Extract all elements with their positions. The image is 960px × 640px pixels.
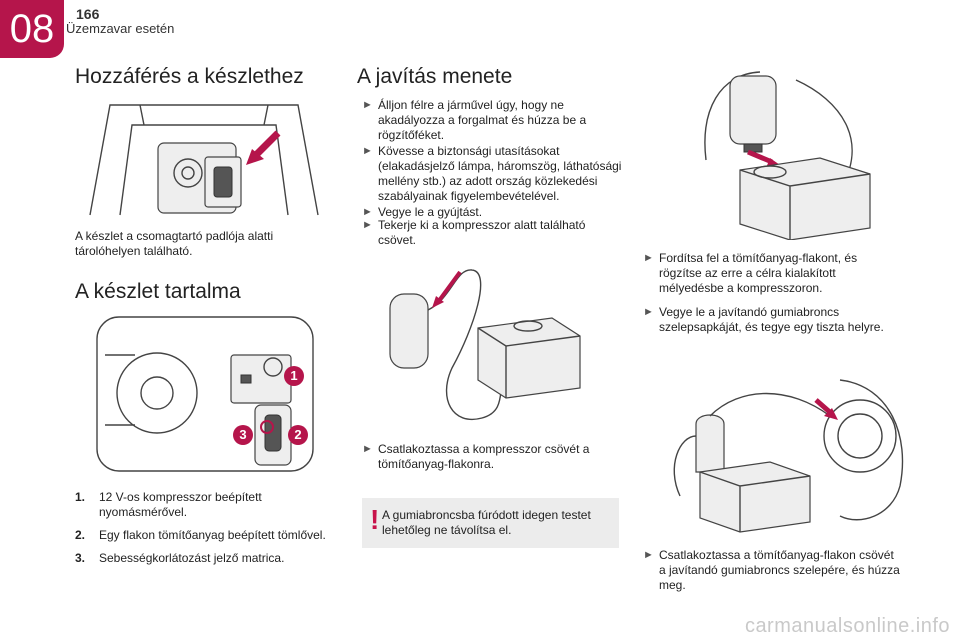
chapter-title: Üzemzavar esetén <box>66 21 175 36</box>
item-number: 3. <box>75 551 86 565</box>
step-text: Álljon félre a járművel úgy, hogy ne aka… <box>378 98 587 142</box>
step-text: Fordítsa fel a tömítőanyag-flakont, és r… <box>659 251 858 295</box>
item-text: 12 V-os kompresszor beépített nyomásmérő… <box>99 490 262 519</box>
bullet-arrow-icon: ► <box>362 99 373 111</box>
repair-steps-a: ► Álljon félre a járművel úgy, hogy ne a… <box>362 98 624 220</box>
step-item: ► Csatlakoztassa a kompresszor csövét a … <box>362 442 624 472</box>
step-text: Csatlakoztassa a kompresszor csövét a tö… <box>378 442 590 471</box>
step-text: Kövesse a biztonsági utasításokat (elaka… <box>378 144 622 203</box>
item-number: 2. <box>75 528 86 542</box>
step-text: Vegye le a javítandó gumiabroncs szeleps… <box>659 305 884 334</box>
trunk-illustration <box>80 95 328 227</box>
warning-icon: ! <box>370 504 380 535</box>
repair-heading: A javítás menete <box>357 65 513 88</box>
step-item: ► Csatlakoztassa a tömítőanyag-flakon cs… <box>643 548 903 593</box>
item-text: Egy flakon tömítőanyag beépített tömlőve… <box>99 528 326 542</box>
item-text: Sebességkorlátozást jelző matrica. <box>99 551 285 565</box>
bullet-arrow-icon: ► <box>643 306 654 318</box>
access-heading: Hozzáférés a készlethez <box>75 65 304 88</box>
access-text: A készlet a csomagtartó padlója alatti t… <box>75 229 274 258</box>
list-item: 3. Sebességkorlátozást jelző matrica. <box>75 551 340 566</box>
step-text: Csatlakoztassa a tömítőanyag-flakon csöv… <box>659 548 900 592</box>
page-number: 166 <box>76 6 100 22</box>
step-item: ► Tekerje ki a kompresszor alatt találha… <box>362 218 624 248</box>
bullet-arrow-icon: ► <box>362 145 373 157</box>
callout-3: 3 <box>233 425 253 445</box>
step-text: Tekerje ki a kompresszor alatt található… <box>378 218 586 247</box>
tyre-valve-illustration <box>660 376 910 536</box>
bullet-arrow-icon: ► <box>643 549 654 561</box>
step-item: ► Vegye le a gyújtást. <box>362 205 624 220</box>
callout-2: 2 <box>288 425 308 445</box>
step-item: ► Fordítsa fel a tömítőanyag-flakont, és… <box>643 251 903 296</box>
callout-1: 1 <box>284 366 304 386</box>
chapter-badge: 08 <box>0 0 64 58</box>
footer-watermark: carmanualsonline.info <box>744 615 950 637</box>
step-item: ► Kövesse a biztonsági utasításokat (ela… <box>362 144 624 204</box>
step-item: ► Álljon félre a járművel úgy, hogy ne a… <box>362 98 624 143</box>
contents-heading: A készlet tartalma <box>75 280 241 303</box>
list-item: 2. Egy flakon tömítőanyag beépített töml… <box>75 528 340 543</box>
list-item: 1. 12 V-os kompresszor beépített nyomásm… <box>75 490 340 520</box>
step-text: Vegye le a gyújtást. <box>378 205 483 219</box>
bullet-arrow-icon: ► <box>362 443 373 455</box>
warning-box: ! A gumiabroncsba fúródott idegen testet… <box>362 498 619 548</box>
step-item: ► Vegye le a javítandó gumiabroncs szele… <box>643 305 903 335</box>
bullet-arrow-icon: ► <box>362 219 373 231</box>
warning-text: A gumiabroncsba fúródott idegen testet l… <box>382 508 591 537</box>
kit-contents-illustration <box>95 315 317 475</box>
contents-list: 1. 12 V-os kompresszor beépített nyomásm… <box>75 490 340 574</box>
flask-mount-illustration <box>700 70 890 240</box>
bullet-arrow-icon: ► <box>362 206 373 218</box>
item-number: 1. <box>75 490 86 504</box>
compressor-hose-illustration <box>382 258 582 428</box>
bullet-arrow-icon: ► <box>643 252 654 264</box>
